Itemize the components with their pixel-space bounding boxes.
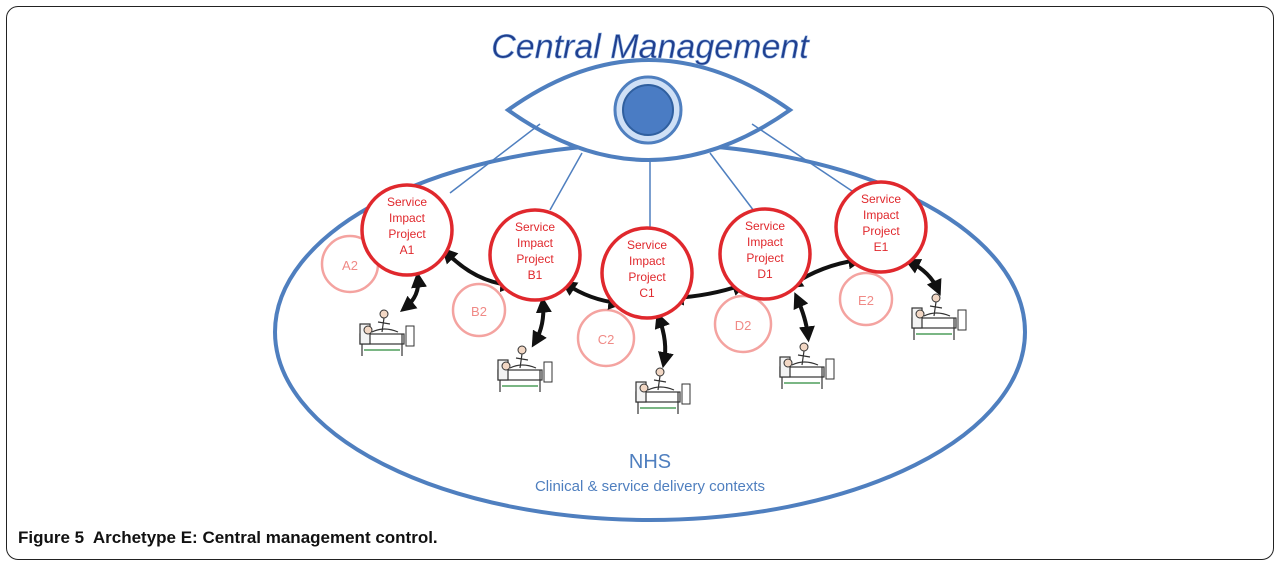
context-subtitle: Clinical & service delivery contexts: [535, 478, 765, 495]
project-a1: Service Impact Project A1: [360, 183, 454, 277]
double-arrow-icon: [654, 312, 674, 369]
svg-text:Impact: Impact: [747, 235, 784, 249]
svg-text:Impact: Impact: [517, 236, 554, 250]
caption-text: Archetype E: Central management control.: [92, 528, 438, 547]
connector-line: [449, 123, 541, 194]
double-arrow-icon: [400, 271, 428, 313]
svg-text:B1: B1: [528, 268, 543, 282]
hospital-bed-icon: [359, 309, 415, 357]
context-name: NHS: [629, 451, 671, 473]
pilot-label: D2: [735, 318, 752, 333]
pilot-e2: E2: [838, 271, 894, 327]
project-e1: Service Impact Project E1: [834, 180, 928, 274]
pilot-c2: C2: [576, 308, 636, 368]
svg-text:C1: C1: [639, 286, 655, 300]
pilot-d2: D2: [713, 294, 773, 354]
svg-text:Impact: Impact: [863, 208, 900, 222]
pilot-label: A2: [342, 258, 358, 273]
eye-pupil: [622, 84, 674, 136]
hospital-bed-icon: [497, 345, 553, 393]
project-d1: Service Impact Project D1: [718, 207, 812, 301]
caption-label: Figure 5: [18, 528, 85, 547]
svg-text:Service: Service: [745, 219, 785, 233]
svg-text:Service: Service: [861, 192, 901, 206]
svg-text:Service: Service: [387, 195, 427, 209]
double-arrow-icon: [531, 296, 552, 348]
svg-text:Project: Project: [862, 224, 900, 238]
svg-text:Service: Service: [515, 220, 555, 234]
connector-line: [549, 152, 583, 211]
svg-text:Project: Project: [628, 270, 666, 284]
figure-caption: Figure 5 Archetype E: Central management…: [18, 528, 438, 548]
svg-text:Project: Project: [388, 227, 426, 241]
double-arrow-icon: [793, 292, 815, 343]
svg-text:Impact: Impact: [389, 211, 426, 225]
svg-text:Project: Project: [516, 252, 554, 266]
hospital-bed-icon: [779, 342, 835, 390]
svg-text:A1: A1: [400, 243, 415, 257]
svg-text:E1: E1: [874, 240, 889, 254]
pilot-label: C2: [598, 332, 615, 347]
pilot-b2: B2: [451, 282, 507, 338]
hospital-bed-icon: [635, 367, 691, 415]
connector-line: [709, 152, 755, 212]
project-c1: Service Impact Project C1: [600, 226, 694, 320]
svg-text:D1: D1: [757, 267, 773, 281]
hospital-bed-icon: [911, 293, 967, 341]
double-arrow-icon: [904, 259, 942, 296]
svg-text:Project: Project: [746, 251, 784, 265]
svg-text:Impact: Impact: [629, 254, 666, 268]
central-management-title: Central Management: [491, 28, 810, 66]
connector-line: [751, 123, 853, 192]
svg-text:Service: Service: [627, 238, 667, 252]
pilot-label: E2: [858, 293, 874, 308]
project-b1: Service Impact Project B1: [488, 208, 582, 302]
pilot-label: B2: [471, 304, 487, 319]
